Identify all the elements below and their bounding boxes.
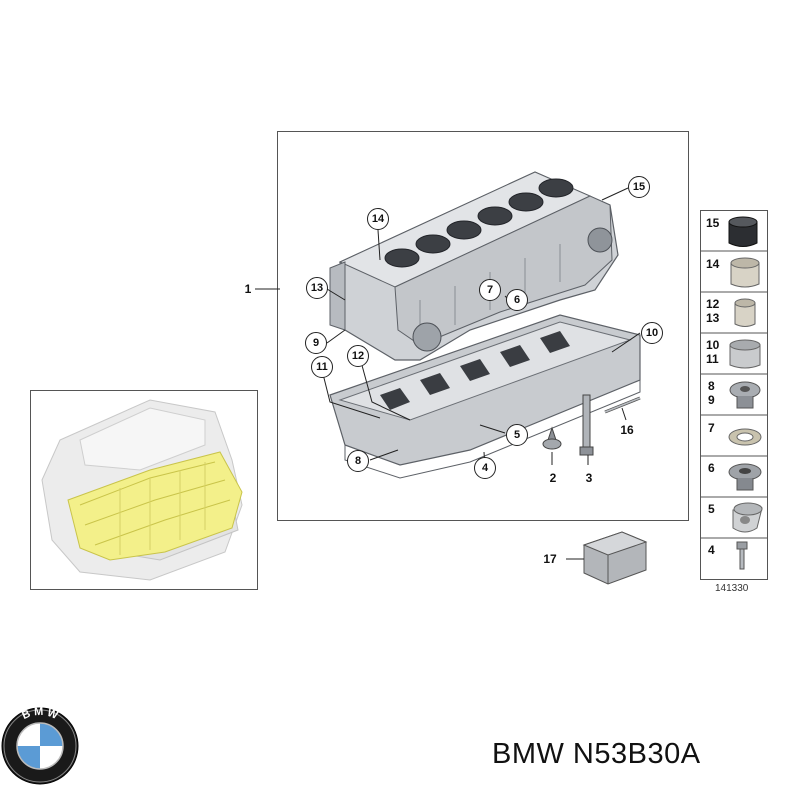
sealing-ring-icon <box>728 428 762 446</box>
part-16-stud <box>604 396 641 414</box>
bolt-icon <box>736 541 748 570</box>
part-2-sensor <box>542 426 562 450</box>
screw-plug-icon <box>729 381 761 409</box>
callout-13[interactable]: 13 <box>306 277 328 299</box>
callout-11[interactable]: 11 <box>311 356 333 378</box>
side-part-graphics <box>728 216 763 570</box>
side-label-7[interactable]: 7 <box>708 421 715 435</box>
side-label-5[interactable]: 5 <box>708 502 715 516</box>
side-label-4[interactable]: 4 <box>708 543 715 557</box>
cylinder-liner-dark-icon <box>728 216 758 247</box>
dowel-sleeve-icon <box>732 502 763 533</box>
label-17[interactable]: 17 <box>543 552 557 566</box>
bmw-logo: B M W <box>1 706 79 785</box>
callout-7[interactable]: 7 <box>479 279 501 301</box>
part-3-bolt <box>579 394 594 456</box>
side-label-14[interactable]: 14 <box>706 257 720 271</box>
bmw-logo-lettering: B M W <box>20 706 60 722</box>
page-title: BMW N53B30A <box>492 738 701 770</box>
assembly-label: 1 <box>244 282 252 296</box>
callout-10[interactable]: 10 <box>641 322 663 344</box>
side-panel-dividers <box>700 250 768 539</box>
cylinder-sleeve-icon <box>730 257 760 288</box>
side-label-10-11[interactable]: 10 11 <box>706 338 720 366</box>
plug-hex-icon <box>728 463 762 491</box>
sleeve-small-icon <box>734 298 756 327</box>
label-16[interactable]: 16 <box>620 423 634 437</box>
side-label-8-9[interactable]: 8 9 <box>708 379 715 407</box>
sleeve-large-icon <box>729 339 761 369</box>
callout-6[interactable]: 6 <box>506 289 528 311</box>
callout-15[interactable]: 15 <box>628 176 650 198</box>
callout-12[interactable]: 12 <box>347 345 369 367</box>
label-3[interactable]: 3 <box>585 471 593 485</box>
label-2[interactable]: 2 <box>549 471 557 485</box>
reference-number: 141330 <box>715 583 749 594</box>
callout-9[interactable]: 9 <box>305 332 327 354</box>
callout-14[interactable]: 14 <box>367 208 389 230</box>
side-label-6[interactable]: 6 <box>708 461 715 475</box>
bedplate <box>329 314 641 479</box>
side-label-15[interactable]: 15 <box>706 216 720 230</box>
callout-8[interactable]: 8 <box>347 450 369 472</box>
side-label-12-13[interactable]: 12 13 <box>706 297 720 325</box>
callout-5[interactable]: 5 <box>506 424 528 446</box>
part-17-kit-box <box>582 531 648 585</box>
engine-thumbnail <box>41 399 243 581</box>
callout-4[interactable]: 4 <box>474 457 496 479</box>
